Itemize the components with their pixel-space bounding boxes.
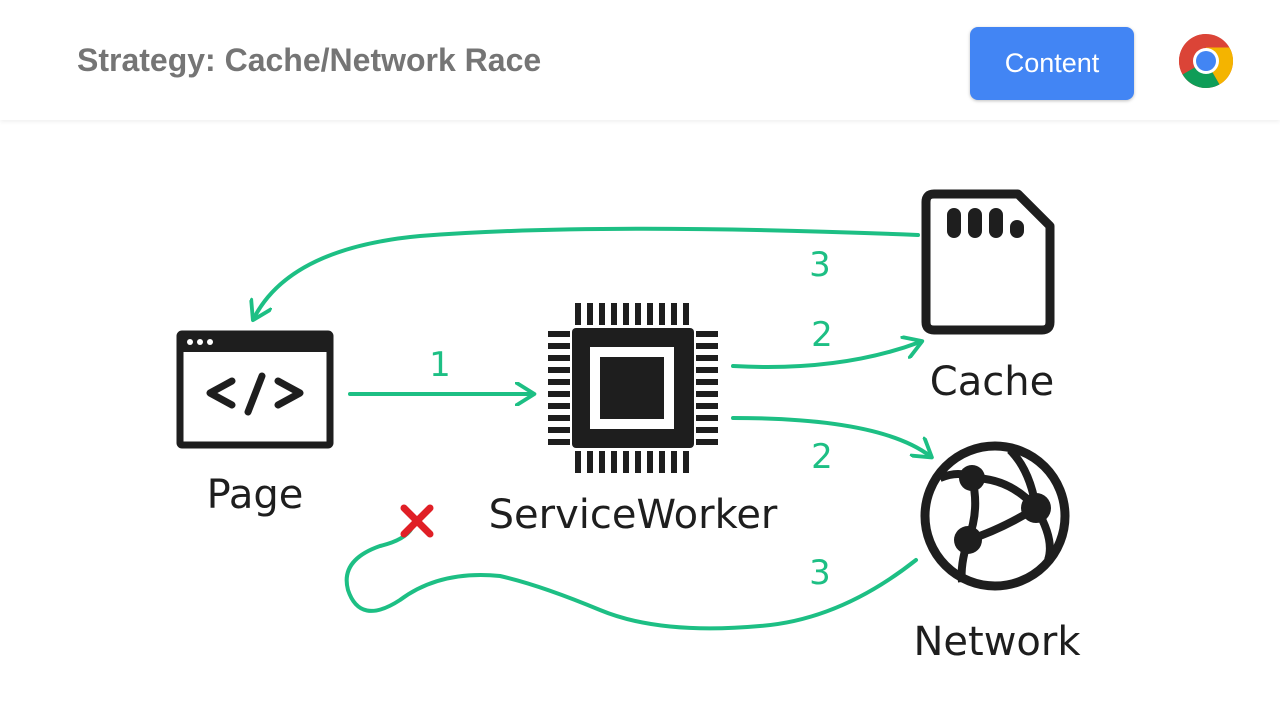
service-worker-label: ServiceWorker (489, 492, 778, 538)
sd-card-icon (921, 189, 1055, 335)
chrome-logo-icon (1178, 33, 1234, 89)
chip-pins (548, 303, 718, 473)
page-label: Page (207, 472, 304, 518)
red-x-icon (400, 504, 434, 538)
label-step-cache-to-page: 3 (809, 245, 831, 285)
label-step-network-to-page: 3 (809, 553, 831, 593)
cpu-chip-icon (548, 303, 718, 473)
cache-label: Cache (930, 359, 1054, 405)
content-button[interactable]: Content (970, 27, 1134, 100)
slide-title: Strategy: Cache/Network Race (77, 42, 542, 78)
browser-window-code-icon (176, 330, 334, 449)
arrow-service-worker-to-network (731, 416, 930, 456)
label-step-sw-to-cache: 2 (811, 315, 833, 355)
network-label: Network (913, 619, 1081, 665)
arrow-cache-to-page (254, 226, 920, 318)
arrow-network-to-page-failed (344, 526, 918, 631)
globe-network-icon (920, 441, 1070, 591)
label-step-page-to-sw: 1 (429, 345, 451, 385)
label-step-sw-to-network: 2 (811, 437, 833, 477)
arrow-service-worker-to-cache (731, 342, 920, 369)
slide-header: Strategy: Cache/Network Race Content (0, 0, 1280, 120)
